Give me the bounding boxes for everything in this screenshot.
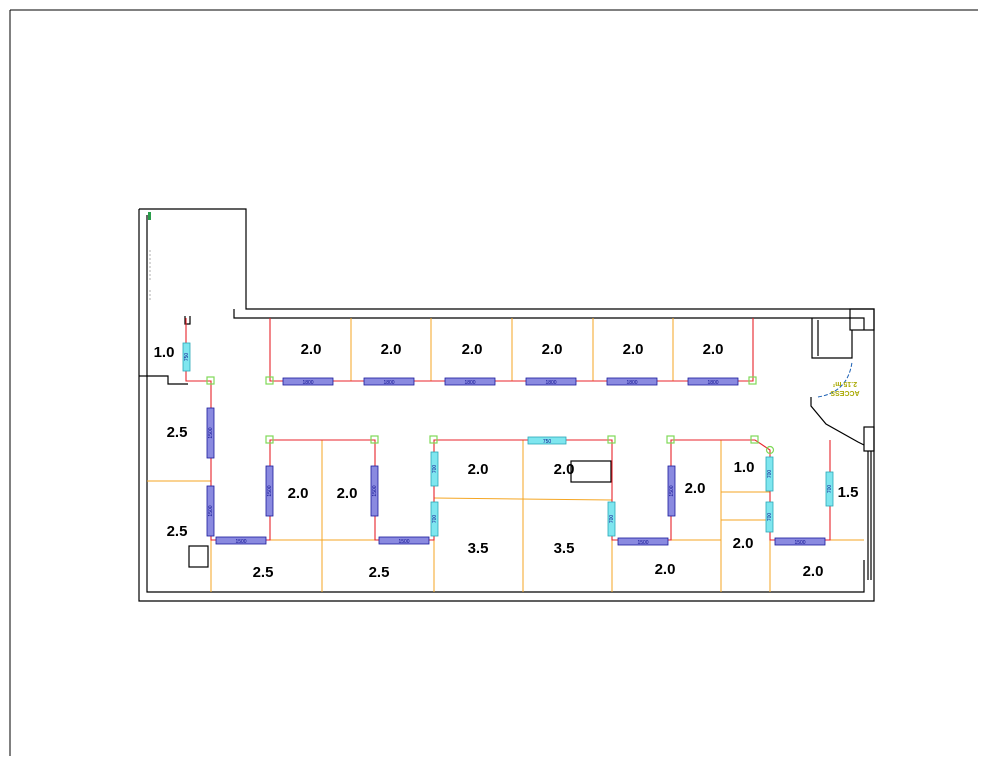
dim-label: 1800: [707, 380, 718, 386]
dim-label: 700: [827, 485, 833, 494]
room-label: 2.0: [733, 535, 754, 552]
room-label: 2.0: [337, 485, 358, 502]
dim-label: 1500: [208, 505, 214, 516]
dim-label: 1800: [302, 380, 313, 386]
room-label: 2.0: [288, 485, 309, 502]
room-label: 2.0: [685, 480, 706, 497]
dim-label: 700: [432, 465, 438, 474]
dim-label: 1500: [208, 427, 214, 438]
room-label: 2.5: [369, 564, 390, 581]
dim-label: 700: [767, 470, 773, 479]
door-swing-arc: [817, 361, 853, 398]
room-labels: 1.0 2.0 2.0 2.0 2.0 2.0 2.0 2.5 2.5 2.0 …: [154, 341, 859, 581]
room-label: 2.5: [167, 424, 188, 441]
room-label: 1.0: [734, 459, 755, 476]
room-label: 3.5: [468, 540, 489, 557]
dim-label: 1500: [669, 485, 675, 496]
access-area-label: 2.15 m²: [832, 380, 857, 387]
dimension-bars-cyan: [182, 342, 834, 537]
dim-label: 1500: [235, 539, 246, 545]
dim-label: 700: [432, 515, 438, 524]
outer-walls: [138, 208, 875, 602]
room-label: 2.0: [301, 341, 322, 358]
dimension-bars-blue: [206, 377, 826, 546]
room-label: 2.0: [803, 563, 824, 580]
room-label: 2.5: [253, 564, 274, 581]
dim-label: 1500: [372, 485, 378, 496]
room-label: 2.0: [703, 341, 724, 358]
access-annotation: ACCESS 2.15 m²: [817, 361, 860, 398]
dim-label: 700: [767, 513, 773, 522]
room-label: 2.0: [542, 341, 563, 358]
dim-label: 750: [543, 439, 552, 445]
room-label: 3.5: [554, 540, 575, 557]
sheet-border: [9, 9, 978, 756]
dim-label: 700: [609, 515, 615, 524]
dim-label: 750: [184, 353, 190, 362]
room-label: 2.0: [381, 341, 402, 358]
dim-label: 1800: [545, 380, 556, 386]
dim-label: 1800: [464, 380, 475, 386]
room-label: 2.0: [462, 341, 483, 358]
dim-label: 1800: [383, 380, 394, 386]
dim-label: 1500: [267, 485, 273, 496]
desk-dividers: [147, 318, 864, 592]
dim-label: 1500: [637, 540, 648, 546]
dim-label: 1500: [398, 539, 409, 545]
room-label: 2.0: [554, 461, 575, 478]
room-label: 1.0: [154, 344, 175, 361]
access-label: ACCESS: [830, 389, 860, 396]
dim-label: 1500: [794, 540, 805, 546]
partitions: [185, 318, 831, 541]
room-label: 2.0: [468, 461, 489, 478]
dim-label: 1800: [626, 380, 637, 386]
room-label: 2.0: [623, 341, 644, 358]
junction-nodes: [206, 376, 775, 455]
north-marker: [148, 212, 151, 220]
room-label: 1.5: [838, 484, 859, 501]
room-label: 2.5: [167, 523, 188, 540]
room-label: 2.0: [655, 561, 676, 578]
dimension-labels: 750 1800 1800 1800 1800 1800 1800 1500 1…: [184, 353, 833, 546]
